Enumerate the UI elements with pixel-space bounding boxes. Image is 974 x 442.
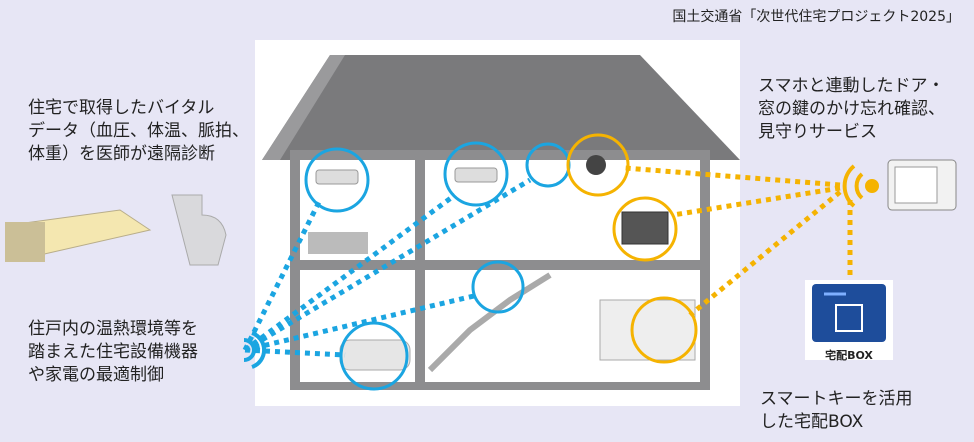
delivery-box-label: 宅配BOX <box>825 349 873 362</box>
air-conditioner-icon <box>454 167 498 183</box>
blue-dotted-lines <box>242 177 532 358</box>
caption-vital-data: 住宅で取得したバイタル データ（血圧、体温、脈拍、 体重）を医師が遠隔診断 <box>28 98 249 164</box>
caption-optimal-control: 住戸内の温熱環境等を 踏まえた住宅設備機器 や家電の最適制御 <box>28 319 198 385</box>
roof-edge <box>262 55 345 160</box>
orange-dotted-lines <box>624 165 853 317</box>
sofa-icon <box>308 232 368 254</box>
air-conditioner-icon <box>315 169 359 185</box>
source-credit: 国土交通省「次世代住宅プロジェクト2025」 <box>672 9 960 25</box>
wireless-signal-icon <box>842 164 879 208</box>
delivery-box-icon <box>812 284 886 342</box>
highlight-circles <box>304 133 698 391</box>
bathtub-icon <box>339 339 411 371</box>
staircase <box>427 272 552 373</box>
caption-smartphone-service: スマホと連動したドア・ 窓の鍵のかけ忘れ確認、 見守りサービス <box>758 76 945 142</box>
camera-icon <box>586 155 606 175</box>
caption-delivery-box: スマートキーを活用 した宅配BOX <box>760 389 913 432</box>
roof <box>262 55 740 160</box>
connection-lines <box>242 165 853 358</box>
wireless-signal-icon <box>243 331 267 369</box>
kitchen-counter <box>599 299 696 361</box>
bed-headboard <box>5 222 45 262</box>
toilet-icon <box>171 194 227 266</box>
tv-icon <box>621 211 669 245</box>
parcel-icon <box>835 304 863 332</box>
monitor-screen <box>894 166 938 204</box>
